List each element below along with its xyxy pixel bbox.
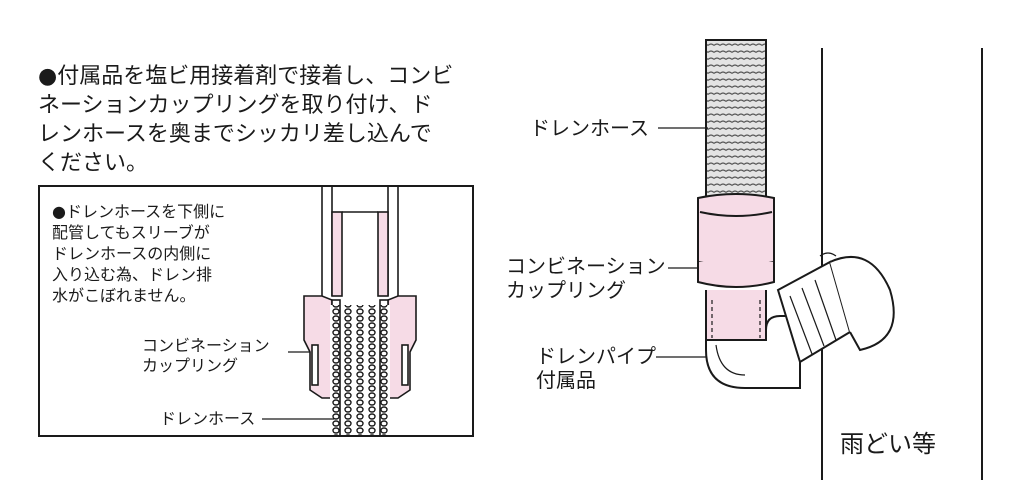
main-coupling-label: コンビネーション カップリング [506, 254, 666, 302]
inset-coupling-label-line-1: コンビネーション [142, 336, 270, 355]
main-instruction: ●付属品を塩ビ用接着剤で接着し、コンビ ネーションカップリングを取り付け、ド レ… [38, 62, 478, 178]
drain-pipe-elbow [705, 252, 895, 389]
main-pipe-label-line-2: 付属品 [536, 368, 596, 392]
main-coupling-label-line-1: コンビネーション [506, 254, 666, 278]
inset-hose-label: ドレンホース [160, 409, 256, 428]
inset-note-line-3: ドレンホースの内側に [52, 244, 212, 263]
combination-coupling [697, 193, 775, 341]
inset-note: ●ドレンホースを下側に 配管してもスリーブが ドレンホースの内側に 入り込む為、… [52, 201, 225, 306]
inset-note-line-2: 配管してもスリーブが [52, 223, 210, 242]
inset-cross-section [303, 187, 417, 435]
inset-coupling-label-line-2: カップリング [142, 356, 239, 375]
instruction-line-2: ネーションカップリングを取り付け、ド [38, 93, 433, 118]
inset-note-line-4: 入り込む為、ドレン排 [52, 265, 213, 284]
main-coupling-label-line-2: カップリング [506, 278, 626, 302]
inset-note-line-5: 水がこぼれません。 [52, 286, 196, 305]
gutter-label: 雨どい等 [840, 430, 936, 458]
inset-leader-lines [262, 351, 334, 420]
drain-hose [705, 39, 767, 221]
instruction-line-1: ●付属品を塩ビ用接着剤で接着し、コンビ [38, 64, 454, 89]
main-leader-lines [656, 127, 708, 358]
instruction-line-3: レンホースを奥までシッカリ差し込んで [38, 122, 432, 147]
inset-note-line-1: ●ドレンホースを下側に [52, 202, 226, 221]
wall-lines [821, 48, 983, 480]
main-pipe-label: ドレンパイプ 付属品 [536, 344, 656, 392]
inset-detail-box: ●ドレンホースを下側に 配管してもスリーブが ドレンホースの内側に 入り込む為、… [38, 185, 474, 437]
main-pipe-label-line-1: ドレンパイプ [536, 344, 656, 368]
instruction-line-4: ください。 [38, 151, 149, 176]
main-hose-label: ドレンホース [530, 116, 649, 140]
inset-coupling-label: コンビネーション カップリング [142, 336, 270, 376]
